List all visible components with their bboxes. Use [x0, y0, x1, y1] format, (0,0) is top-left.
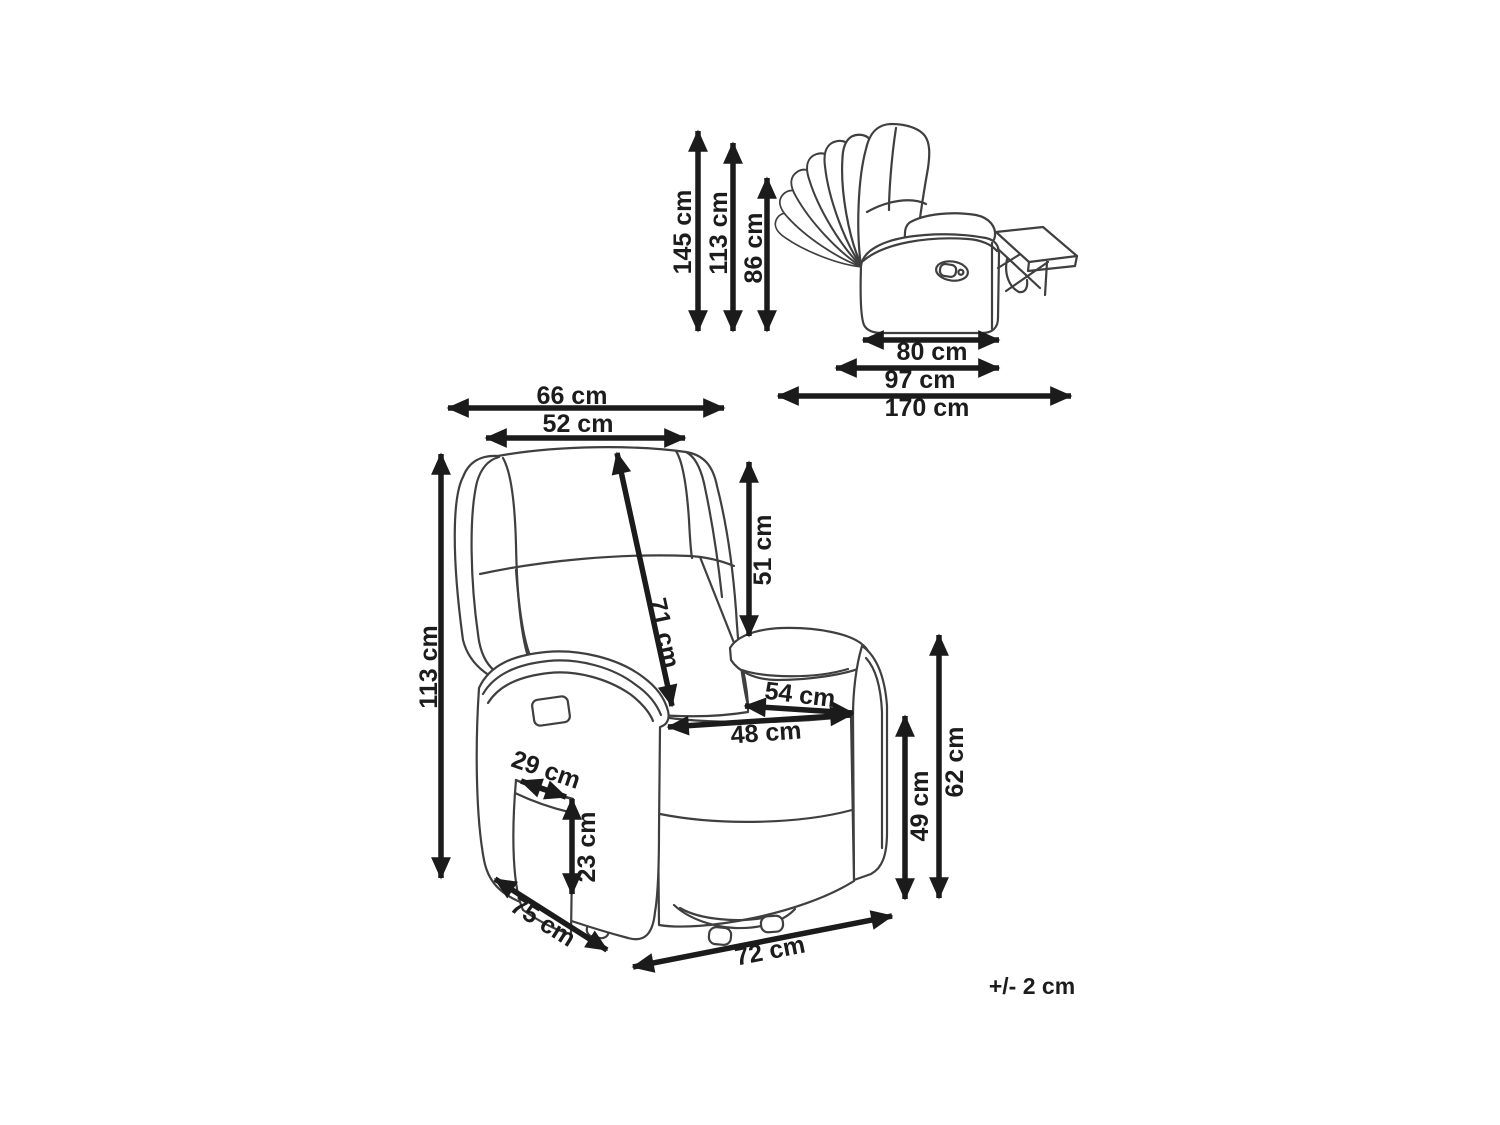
dim-label-armrest-height: 62 cm — [941, 727, 969, 798]
side-base — [859, 233, 1001, 335]
dim-label-seat-back-height-side: 86 cm — [740, 213, 768, 284]
side-view-art — [774, 122, 1079, 335]
tolerance-note: +/- 2 cm — [989, 973, 1075, 999]
dim-label-overall-width: 66 cm — [537, 382, 608, 410]
dim-arrow-seat-width-front — [666, 706, 853, 736]
front-left-wing — [470, 455, 501, 675]
front-right-armrest — [728, 626, 889, 882]
dim-label-pocket-height: 23 cm — [573, 812, 601, 883]
dimension-labels: 145 cm 113 cm 86 cm 80 cm 97 cm 170 cm 6… — [415, 190, 1075, 999]
dim-label-backrest-width: 52 cm — [543, 410, 614, 438]
dimension-arrows — [431, 129, 1073, 973]
dim-label-overall-depth: 97 cm — [885, 366, 956, 394]
dim-label-upright-height-side: 113 cm — [705, 191, 733, 274]
dim-arrow-base-width — [631, 910, 894, 973]
dim-label-backrest-height: 51 cm — [749, 515, 777, 586]
dim-label-base-width: 72 cm — [733, 930, 808, 971]
dim-label-seat-height: 49 cm — [906, 771, 934, 842]
dim-label-base-depth: 80 cm — [897, 338, 968, 366]
dim-arrow-side-depth — [493, 876, 609, 953]
dim-label-overall-height-front: 113 cm — [415, 625, 443, 708]
dim-arrow-pocket-width — [519, 778, 568, 800]
dim-label-reclined-length: 170 cm — [885, 394, 970, 422]
dim-label-seat-width-front: 48 cm — [730, 717, 803, 750]
side-release-handle — [935, 260, 969, 282]
dim-arrow-backrest-diagonal — [611, 451, 678, 708]
dim-label-overall-height-side: 145 cm — [669, 190, 697, 275]
front-control-panel — [531, 695, 571, 727]
side-footrest — [994, 225, 1079, 297]
front-right-wing — [684, 450, 724, 599]
